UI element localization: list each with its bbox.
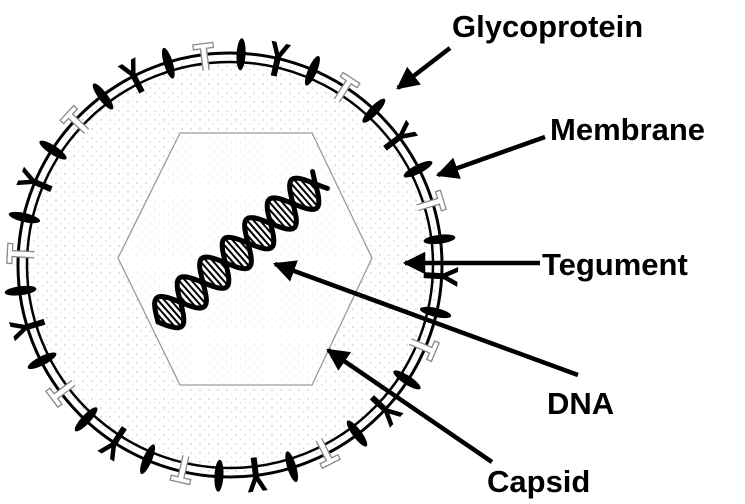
glycoprotein-label: Glycoprotein [452, 9, 643, 44]
membrane-arrow [438, 137, 545, 175]
tegument-label: Tegument [542, 247, 688, 282]
dna-label: DNA [547, 386, 614, 421]
capsid-label: Capsid [487, 464, 590, 499]
membrane-label: Membrane [550, 112, 705, 147]
glycoprotein-arrow [398, 48, 450, 88]
